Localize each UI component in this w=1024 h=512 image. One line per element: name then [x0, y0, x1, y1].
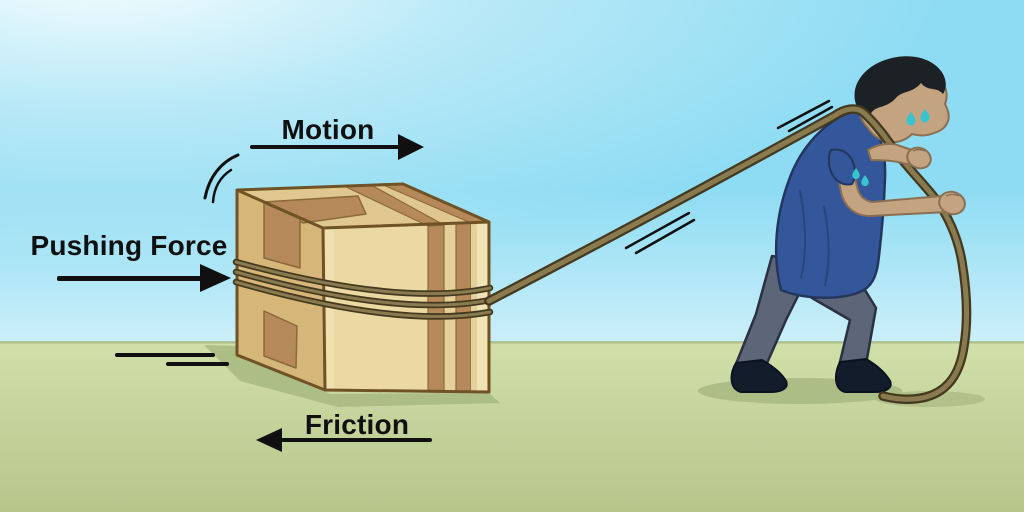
back-speed-line-2: [787, 105, 834, 133]
box-front-tape-band-2: [455, 222, 472, 393]
motion-label: Motion: [281, 114, 375, 145]
horizon-line: [0, 341, 1024, 344]
man-hair: [854, 56, 946, 118]
rope-strand-1-core: [234, 260, 492, 296]
shirt-sleeve: [827, 148, 856, 186]
motion-arrow-line: [250, 145, 400, 149]
rope-core: [486, 106, 969, 402]
box-outline: [235, 182, 491, 394]
box-front-tape-gap-2: [471, 223, 477, 392]
shirt-fold-lines: [799, 189, 830, 287]
man-back-shoe: [730, 359, 788, 393]
friction-arrow-line: [281, 438, 432, 442]
man-front-shoe: [835, 358, 892, 393]
box-front-tape-band-1: [427, 224, 445, 393]
box-left-notch-lower: [263, 310, 298, 369]
box-shadow: [204, 345, 500, 407]
pulling-rope: [484, 104, 972, 404]
box-front-left-highlight: [325, 229, 334, 390]
rope-speed-line-1: [624, 211, 691, 250]
pushing-force-arrow-head-right: [200, 264, 231, 292]
sweat-drop-arm-1: [852, 168, 860, 180]
whoosh-arc-inner: [211, 168, 233, 204]
box-left-face: [237, 190, 325, 390]
pushing-force-arrow-line: [57, 276, 203, 281]
sweat-drop-arm-2: [861, 175, 869, 187]
sweat-drop-face-1: [906, 112, 916, 126]
friction-label: Friction: [304, 409, 410, 440]
sweat-drop-face-2: [920, 109, 930, 123]
rope-strands-around-box: [232, 258, 494, 320]
man-lower-fist: [938, 190, 966, 216]
friction-arrow-head-left: [256, 428, 282, 452]
motion-marks: [115, 99, 834, 366]
rope-speed-line-2: [634, 218, 696, 255]
pushing-force-label: Pushing Force: [30, 230, 228, 261]
box-right-edge-highlight: [477, 222, 487, 392]
man-upper-fist: [906, 146, 932, 170]
whoosh-arc-outer: [203, 153, 240, 200]
back-speed-line-1: [776, 99, 831, 130]
rope-strand-3-core: [234, 280, 492, 318]
box-front-tape-gap: [444, 224, 456, 392]
fist-knuckle-lines: [912, 148, 960, 197]
sweat-drops: [852, 109, 930, 187]
motion-arrow-head-right: [398, 134, 424, 160]
rope-strand-2-core: [234, 270, 492, 307]
